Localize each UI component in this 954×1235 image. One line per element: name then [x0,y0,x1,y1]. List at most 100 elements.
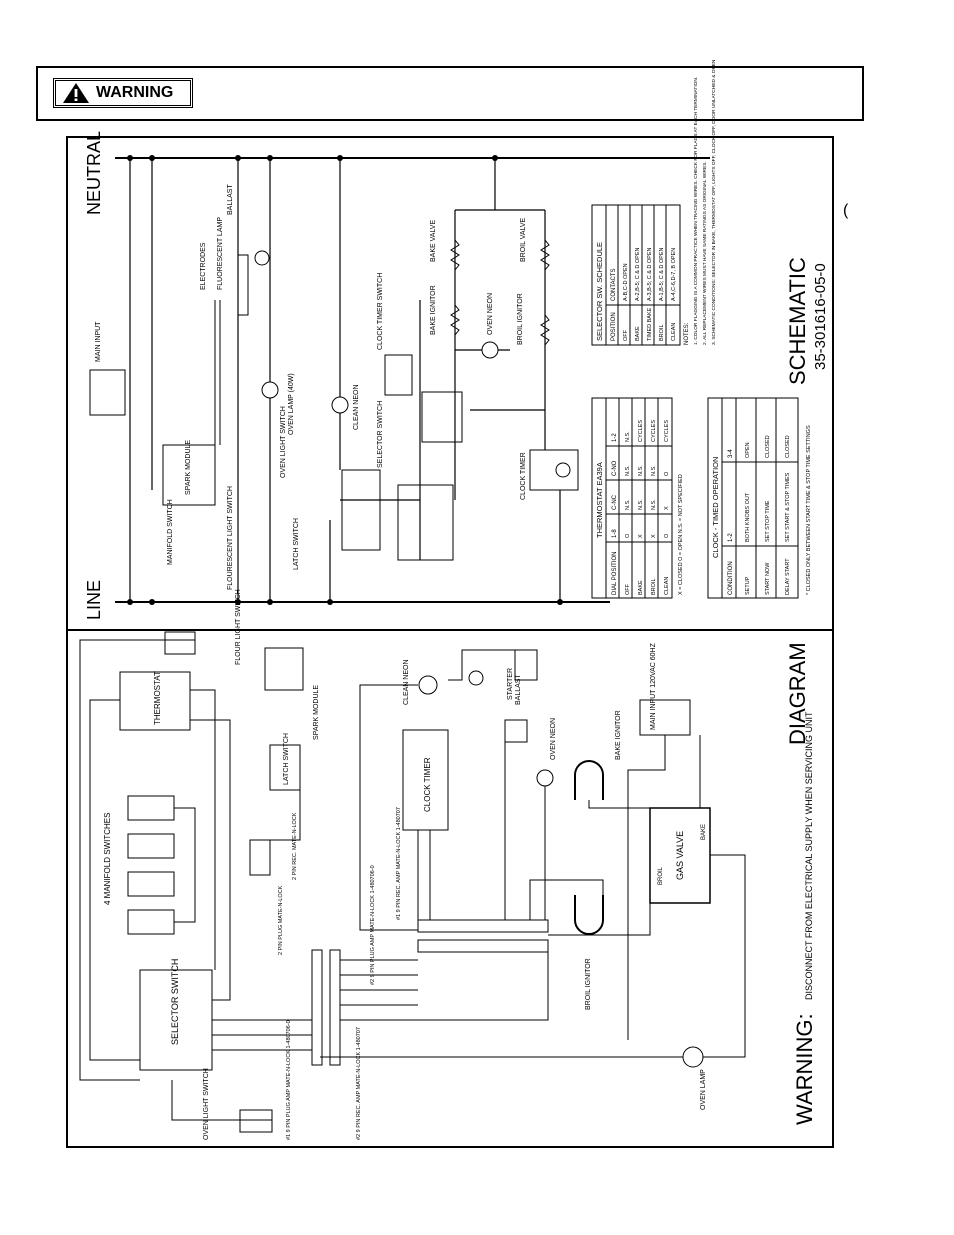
fluorescent-lamp-label: FLUORESCENT LAMP [217,217,224,290]
clock-table-footnote: * CLOSED ONLY BETWEEN START TIME & STOP … [806,425,812,595]
thermostat-cell: X [651,534,657,538]
nine-pin-label-c: #1 9 PIN REC. AMP MATE-N-LOCK 1-480707 [396,807,402,920]
schedule-cell: TIMED BAKE [647,307,653,341]
thermostat-cell: O [664,471,670,476]
thermostat-cell: BAKE [638,580,644,595]
diagram-section: THERMOSTAT 4 MANIFOLD SWITCHES SELECTOR … [79,589,817,1140]
starter-label: STARTER [507,668,514,700]
outer-frame [66,136,834,1148]
main-input-label: MAIN INPUT 120VAC 60HZ [650,642,657,730]
thermostat-cell: X [664,506,670,510]
warning-label: WARNING [96,84,174,101]
nine-pin-connector-c [417,919,549,933]
spark-module-box [162,444,216,506]
fluorescent-lamp [237,254,249,316]
nine-pin-label-d: #2 9 PIN PLUG AMP MATE-N-LOCK 1-480706-0 [370,865,376,985]
oven-lamp-label: OVEN LAMP (40W) [288,373,295,435]
spark-module-label: SPARK MODULE [185,440,192,495]
ballast-label: BALLAST [515,674,522,705]
electrodes-label: ELECTRODES [200,242,207,290]
schedule-cell: OFF [623,329,629,341]
clock-motor-symbol [555,462,571,478]
selector-switch-label: SELECTOR SWITCH [170,959,180,1045]
schedule-cell: A-2,B-5; C & D OPEN [635,247,641,301]
broil-valve-label: BROIL VALVE [520,217,527,262]
diagram-warning-word: WARNING: [792,1013,817,1125]
clean-neon-label: CLEAN NEON [403,659,410,705]
selector-schedule-table: SELECTOR SW. SCHEDULE POSITION CONTACTS … [591,204,681,346]
clock-timer-box [529,449,579,491]
thermostat-cell: BROIL [651,578,657,595]
thermostat-cell: CYCLES [638,420,644,442]
clock-cell: CLOSED [785,435,791,458]
bake-ignitor-element [574,760,604,800]
thermostat-cell: CYCLES [664,420,670,442]
broil-ignitor-label: BROIL IGNITOR [517,293,524,345]
oven-neon-label: OVEN NEON [487,293,494,335]
starter-symbol [254,250,270,266]
spark-module-label: SPARK MODULE [313,685,320,740]
starter-body [514,649,538,681]
clock-timer-switch-box [384,354,413,396]
neutral-label: NEUTRAL [84,131,104,215]
selector-switch-box [341,469,381,551]
thermostat-cell: CYCLES [651,420,657,442]
schedule-cell: BROIL [659,324,665,341]
oven-light-switch-label: OVEN LIGHT SWITCH [280,406,287,478]
selector-switch-block [397,484,454,561]
warning-triangle-icon [63,83,89,103]
thermostat-box [119,671,191,731]
nine-pin-label-a: #1 9 PIN PLUG AMP MATE-N-LOCK 1-480706-0 [286,1020,292,1140]
oven-lamp-label: OVEN LAMP [700,1069,707,1110]
spark-module-box [264,647,304,691]
two-pin-plug-label: 2 PIN PLUG MATE-N-LOCK [278,885,284,955]
clean-neon-symbol [331,396,349,414]
thermostat-table-title: THERMOSTAT EA39A [595,462,604,538]
schematic-notes: NOTES: 1. COLOR FLAGGING IS A COMMON PRA… [684,59,717,345]
bake-valve-coil [450,239,460,271]
thermostat-cell: CLEAN [664,577,670,595]
thermostat-legend: X = CLOSED O = OPEN N.S. = NOT SPECIFIED [678,474,684,595]
clean-neon-label: CLEAN NEON [353,384,360,430]
oven-light-switch-label: OVEN LIGHT SWITCH [203,1068,210,1140]
clock-timer-box [402,729,449,831]
oven-neon-symbol [536,769,554,787]
bake-ignitor-resistor [450,304,460,336]
clock-timer-switch-label: CLOCK TIMER SWITCH [377,273,384,350]
warning-badge: WARNING [53,78,193,108]
thermostat-cell: N.S. [625,465,631,476]
latch-switch-label: LATCH SWITCH [283,733,290,785]
bake-valve-label: BAKE VALVE [430,220,437,262]
thermostat-cell: N.S. [638,499,644,510]
thermostat-cell: O [664,533,670,538]
thermostat-cell: N.S. [651,465,657,476]
diagram-title: DIAGRAM [785,642,810,745]
clock-timer-label: CLOCK TIMER [423,757,432,812]
clock-header: 3-4 [728,449,734,458]
thermostat-cell: N.S. [625,431,631,442]
thermostat-cell: N.S. [651,499,657,510]
clock-cell: START NOW [765,562,771,595]
nine-pin-connector-d [417,939,549,953]
clock-operation-table: CLOCK - TIMED OPERATION CONDITION 1-2 3-… [707,397,812,599]
schedule-cell: CLEAN [671,323,677,341]
note-line: 3. SCHEMATIC CONDITIONS: SELECTOR IN BAK… [711,59,717,345]
note-line: 2. ALL REPLACEMENT WIRES MUST HAVE SAME … [702,161,708,345]
clock-table-title: CLOCK - TIMED OPERATION [711,457,720,558]
floor-light-switch-label: FLOUR LIGHT SWITCH [235,589,242,665]
thermostat-header: 1-2 [612,433,618,442]
clock-cell: OPEN [745,442,751,458]
thermostat-cell: O [625,533,631,538]
clock-cell: SETUP [745,576,751,595]
selector-contacts [421,391,463,443]
schedule-cell: A-1,B-5; C & D OPEN [659,247,665,301]
clock-cell: CLOSED [765,435,771,458]
schematic-title: SCHEMATIC [785,257,810,385]
thermostat-header: C-NO [612,460,618,476]
warning-banner: WARNING [36,66,864,121]
manifold-switches [127,795,175,935]
thermostat-header: DIAL POSITION [612,552,618,595]
main-input-box [639,699,691,736]
clock-header: 1-2 [728,533,734,542]
